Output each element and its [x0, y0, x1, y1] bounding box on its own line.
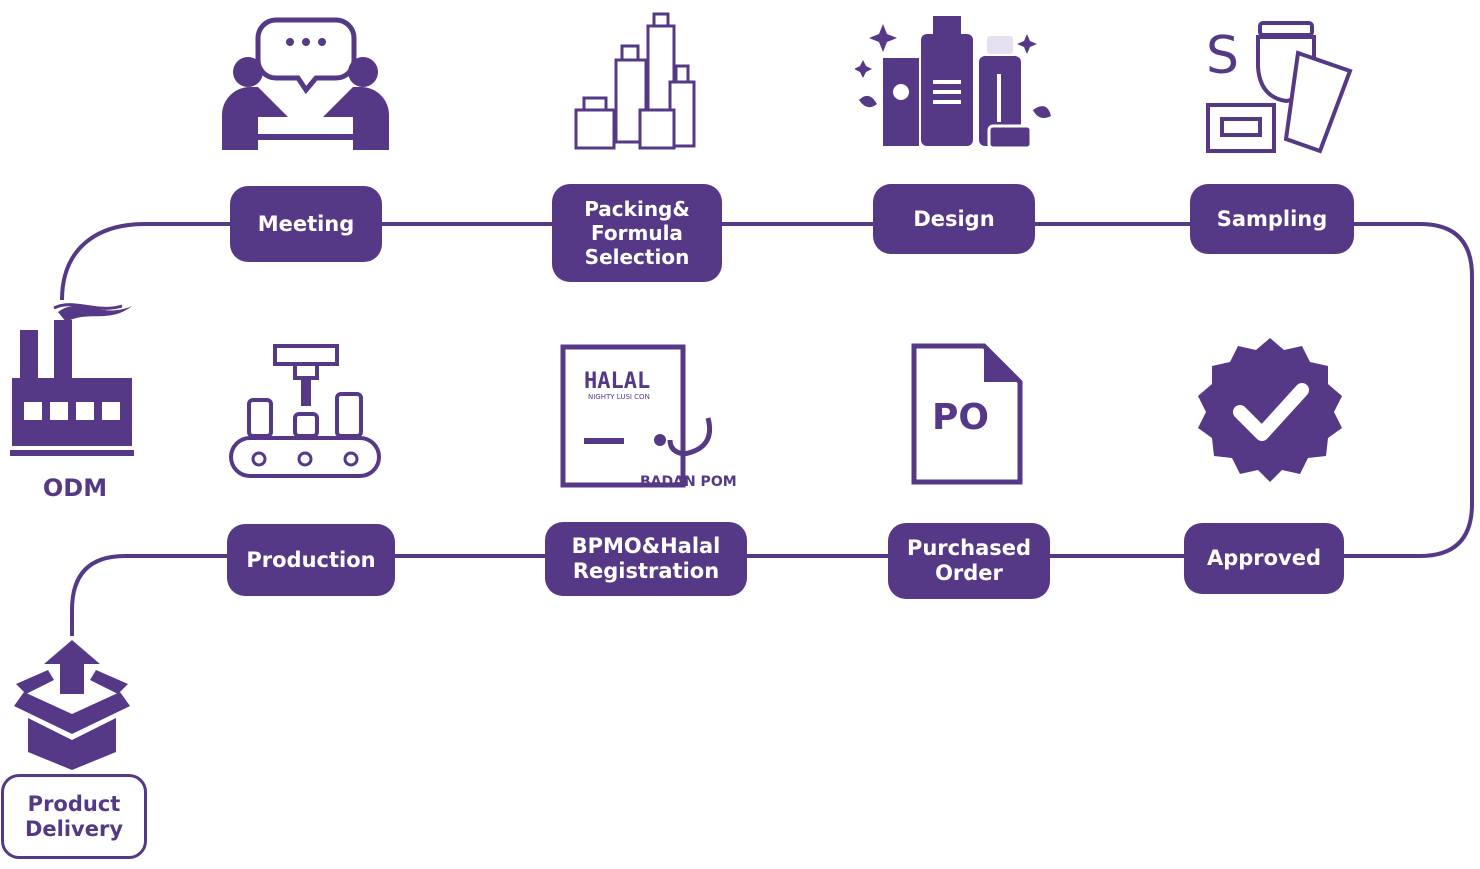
- cosmetics-design-icon: [855, 16, 1051, 150]
- step-packing-formula-selection: Packing& Formula Selection: [552, 184, 722, 282]
- badan-pom-text: BADAN POM: [640, 474, 737, 490]
- step-bpmo-halal-registration: BPMO&Halal Registration: [545, 522, 747, 596]
- meeting-icon: [222, 17, 389, 150]
- halal-certificate-icon: HALAL NIGHTY LUSI CON BADAN POM: [560, 344, 737, 490]
- step-design: Design: [873, 184, 1035, 254]
- step-product-delivery: Product Delivery: [1, 774, 147, 859]
- step-purchased-order: Purchased Order: [888, 523, 1050, 599]
- po-document-icon: PO: [911, 343, 1023, 485]
- halal-text: HALAL: [584, 369, 650, 394]
- odm-label: ODM: [42, 474, 108, 502]
- samples-icon: S: [1206, 21, 1353, 154]
- step-production: Production: [227, 524, 395, 596]
- packaging-bottles-icon: [574, 12, 696, 150]
- sampling-s-text: S: [1206, 26, 1239, 86]
- step-approved: Approved: [1184, 523, 1344, 594]
- po-text: PO: [932, 397, 989, 438]
- approved-badge-icon: [1198, 338, 1342, 482]
- delivery-box-icon: [14, 640, 130, 770]
- conveyor-production-icon: [229, 344, 381, 478]
- factory-icon: [10, 303, 134, 456]
- step-sampling: Sampling: [1190, 184, 1354, 254]
- step-meeting: Meeting: [230, 186, 382, 262]
- halal-subtext: NIGHTY LUSI CON: [588, 393, 650, 401]
